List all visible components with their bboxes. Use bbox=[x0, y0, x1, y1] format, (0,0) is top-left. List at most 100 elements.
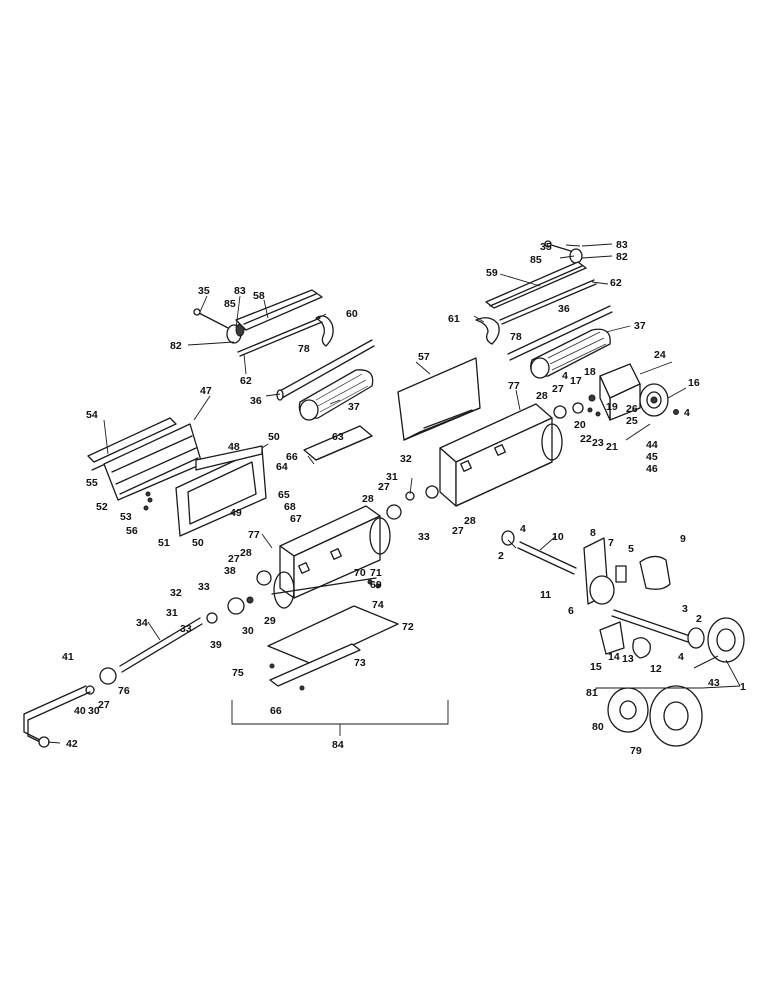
label-38: 38 bbox=[224, 565, 236, 577]
label-1: 1 bbox=[740, 681, 746, 693]
label-41: 41 bbox=[62, 651, 74, 663]
label-30b: 30 bbox=[88, 705, 100, 717]
label-44: 44 bbox=[646, 439, 658, 451]
label-85: 85 bbox=[224, 298, 236, 310]
label-27c: 27 bbox=[452, 525, 464, 537]
deflector-plate bbox=[397, 357, 481, 441]
label-37: 37 bbox=[348, 401, 360, 413]
label-34: 34 bbox=[136, 617, 148, 629]
label-49: 49 bbox=[230, 507, 242, 519]
label-5: 5 bbox=[628, 543, 634, 555]
label-2: 2 bbox=[498, 550, 504, 562]
label-7: 7 bbox=[608, 537, 614, 549]
label-35b: 35 bbox=[540, 241, 552, 253]
label-51: 51 bbox=[158, 537, 170, 549]
label-79: 79 bbox=[630, 745, 642, 757]
label-82: 82 bbox=[170, 340, 182, 352]
label-16: 16 bbox=[688, 377, 700, 389]
label-83: 83 bbox=[234, 285, 246, 297]
bottom-plate-assembly bbox=[231, 577, 449, 725]
label-54: 54 bbox=[86, 409, 98, 421]
label-77: 77 bbox=[508, 380, 520, 392]
label-31b: 31 bbox=[166, 607, 178, 619]
label-36: 36 bbox=[250, 395, 262, 407]
label-29: 29 bbox=[264, 615, 276, 627]
label-2b: 2 bbox=[696, 613, 702, 625]
part-number-labels: 35 83 85 58 60 82 78 62 36 37 35 83 85 8… bbox=[62, 239, 746, 757]
label-45: 45 bbox=[646, 451, 658, 463]
label-3: 3 bbox=[682, 603, 688, 615]
label-53: 53 bbox=[120, 511, 132, 523]
label-66: 66 bbox=[286, 451, 298, 463]
label-60: 60 bbox=[346, 308, 358, 320]
label-58: 58 bbox=[253, 290, 265, 302]
label-81: 81 bbox=[586, 687, 598, 699]
label-65: 65 bbox=[278, 489, 290, 501]
label-33c: 33 bbox=[180, 623, 192, 635]
label-21: 21 bbox=[606, 441, 618, 453]
label-19: 19 bbox=[606, 401, 618, 413]
label-30: 30 bbox=[242, 625, 254, 637]
label-4b: 4 bbox=[684, 407, 690, 419]
label-28: 28 bbox=[536, 390, 548, 402]
label-46: 46 bbox=[646, 463, 658, 475]
label-8: 8 bbox=[590, 527, 596, 539]
label-69: 69 bbox=[370, 579, 382, 591]
label-32b: 32 bbox=[170, 587, 182, 599]
label-11: 11 bbox=[540, 589, 551, 601]
label-27: 27 bbox=[552, 383, 564, 395]
label-75: 75 bbox=[232, 667, 244, 679]
label-55: 55 bbox=[86, 477, 98, 489]
label-33: 33 bbox=[418, 531, 430, 543]
upper-right-roller-assembly bbox=[475, 240, 613, 379]
frame-assembly bbox=[175, 445, 267, 537]
label-74: 74 bbox=[372, 599, 384, 611]
label-27d: 27 bbox=[228, 553, 240, 565]
label-57: 57 bbox=[418, 351, 430, 363]
label-28d: 28 bbox=[240, 547, 252, 559]
label-76: 76 bbox=[118, 685, 130, 697]
label-42: 42 bbox=[66, 738, 78, 750]
label-37b: 37 bbox=[634, 320, 646, 332]
upper-left-roller-assembly bbox=[193, 289, 375, 421]
label-80: 80 bbox=[592, 721, 604, 733]
label-63: 63 bbox=[332, 431, 344, 443]
label-17: 17 bbox=[570, 375, 582, 387]
label-47: 47 bbox=[200, 385, 212, 397]
right-housing bbox=[439, 403, 563, 507]
label-68: 68 bbox=[284, 501, 296, 513]
label-23: 23 bbox=[592, 437, 604, 449]
label-50b: 50 bbox=[192, 537, 204, 549]
label-36b: 36 bbox=[558, 303, 570, 315]
label-40: 40 bbox=[74, 705, 86, 717]
label-78b: 78 bbox=[510, 331, 522, 343]
label-73: 73 bbox=[354, 657, 366, 669]
label-13: 13 bbox=[622, 653, 634, 665]
label-18: 18 bbox=[584, 366, 596, 378]
label-15: 15 bbox=[590, 661, 602, 673]
label-50: 50 bbox=[268, 431, 280, 443]
label-48: 48 bbox=[228, 441, 240, 453]
label-52: 52 bbox=[96, 501, 108, 513]
center-bearing-parts bbox=[206, 485, 439, 624]
label-4: 4 bbox=[562, 370, 568, 382]
label-28c: 28 bbox=[464, 515, 476, 527]
label-4c: 4 bbox=[520, 523, 526, 535]
label-56: 56 bbox=[126, 525, 138, 537]
label-12: 12 bbox=[650, 663, 662, 675]
label-61: 61 bbox=[448, 313, 460, 325]
label-9: 9 bbox=[680, 533, 686, 545]
leader-lines bbox=[47, 243, 741, 744]
left-screen-assembly bbox=[87, 417, 203, 511]
label-25: 25 bbox=[626, 415, 638, 427]
label-4d: 4 bbox=[678, 651, 684, 663]
label-77b: 77 bbox=[248, 529, 260, 541]
label-31: 31 bbox=[386, 471, 398, 483]
label-14: 14 bbox=[608, 651, 620, 663]
label-6: 6 bbox=[568, 605, 574, 617]
label-39: 39 bbox=[210, 639, 222, 651]
label-85b: 85 bbox=[530, 254, 542, 266]
label-43: 43 bbox=[708, 677, 720, 689]
label-32: 32 bbox=[400, 453, 412, 465]
